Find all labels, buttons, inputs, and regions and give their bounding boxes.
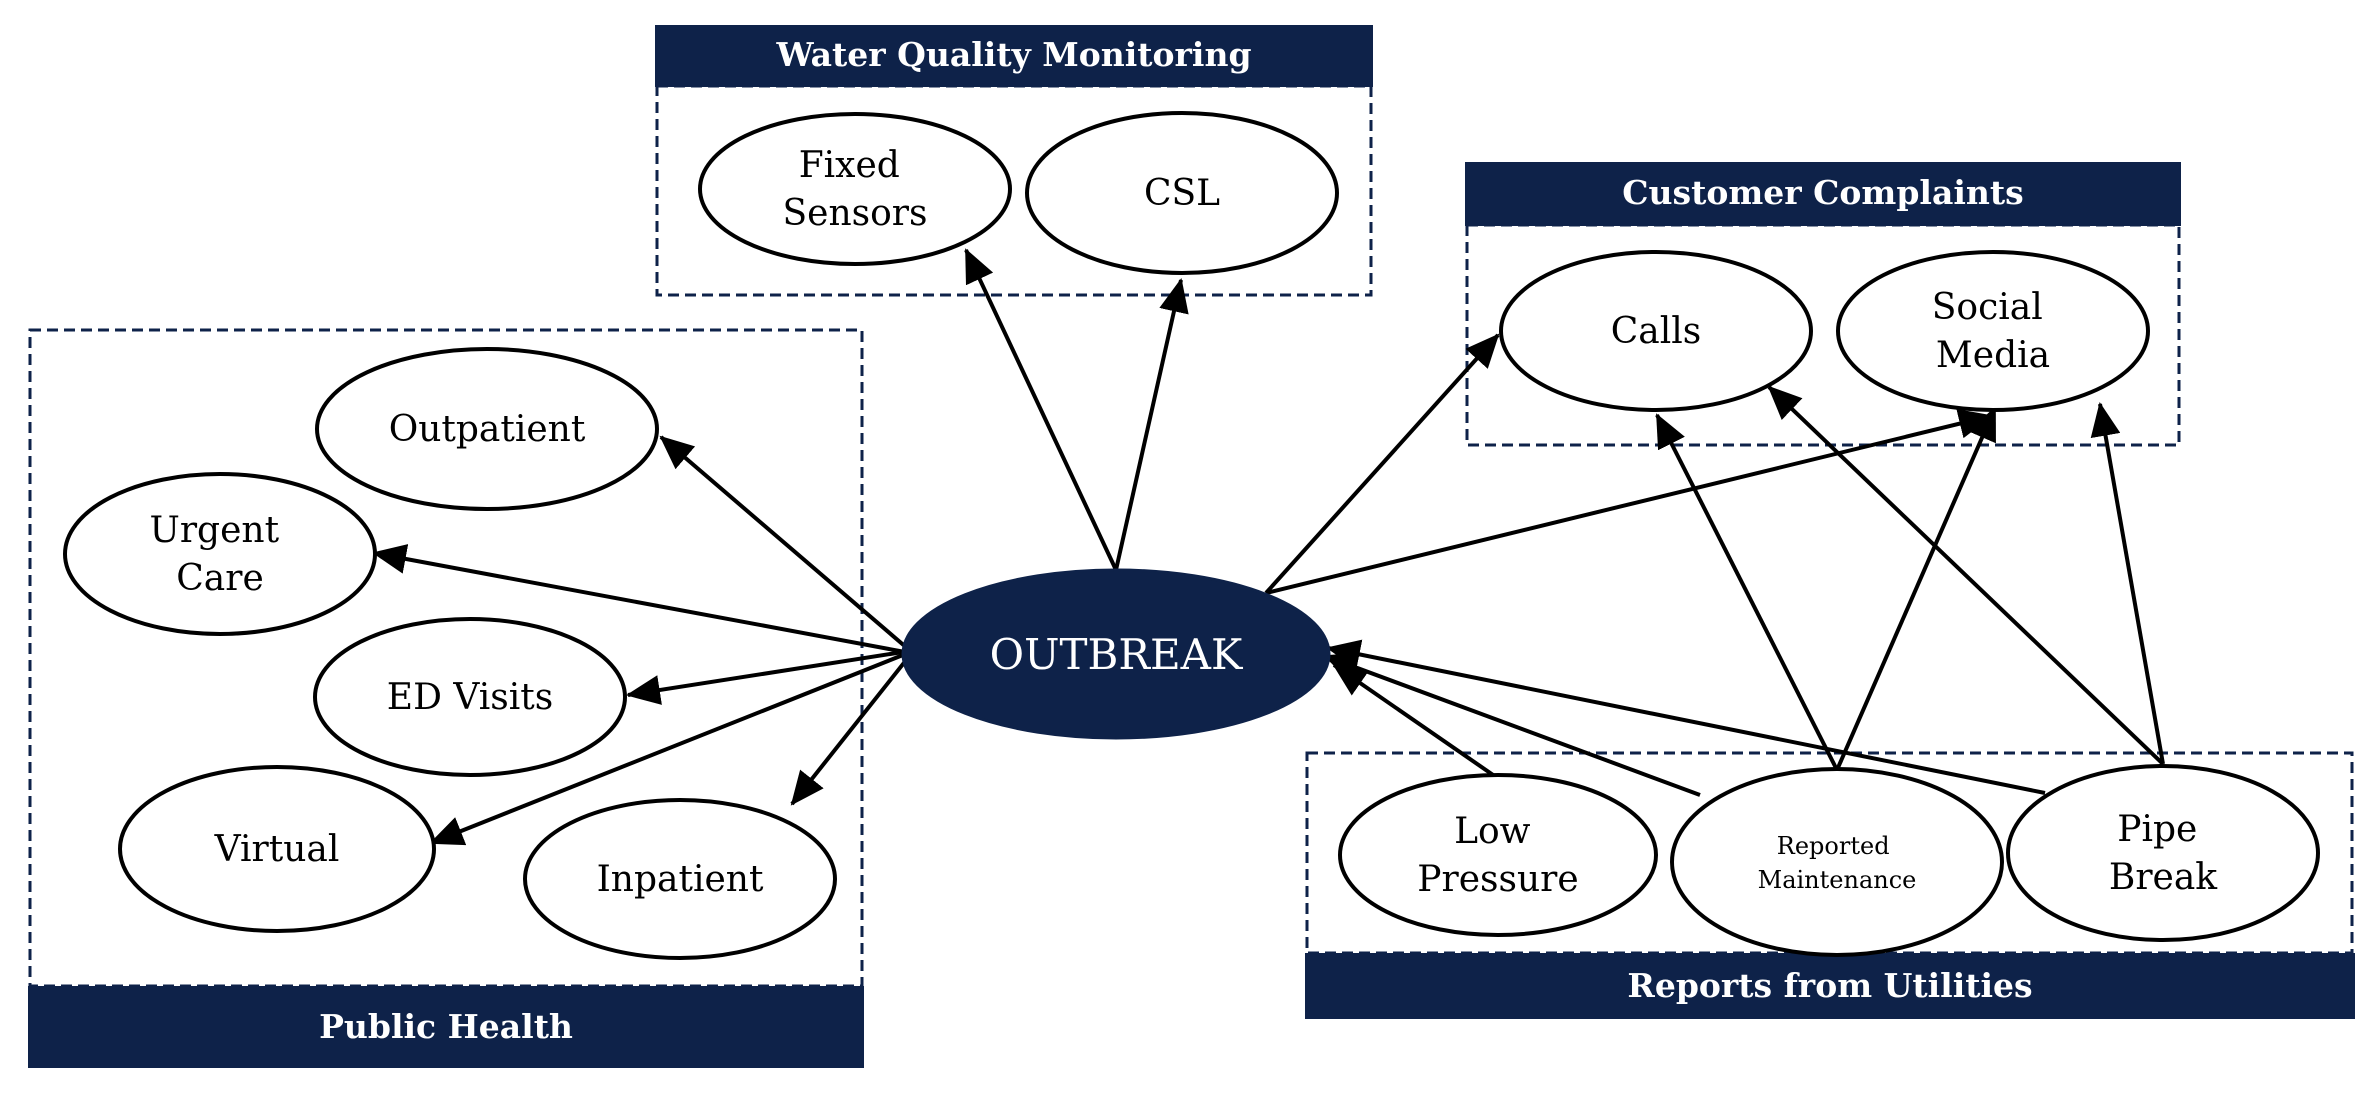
title-bar-public-health [28, 986, 864, 1068]
edge-reported-maintenance-to-social-media [1835, 406, 1997, 771]
node-label-calls: Calls [1611, 311, 1702, 352]
node-shape-social-media [1836, 250, 2150, 412]
node-label-urgent-care: Urgent Care [149, 510, 290, 599]
node-label-low-pressure-line1: Low [1454, 811, 1531, 852]
group-reports-from-utilities: Reports from Utilities [1305, 751, 2355, 1019]
node-label-virtual: Virtual [214, 829, 340, 870]
node-label-pipe-break: Pipe Break [2109, 809, 2218, 898]
node-social-media: Social Media [1836, 250, 2150, 412]
node-label-low-pressure-line2: Pressure [1417, 859, 1578, 900]
edge-outbreak-to-urgent-care [372, 544, 906, 654]
node-label-social-media-line2: Media [1936, 335, 2050, 376]
node-label-csl: CSL [1144, 173, 1220, 214]
title-bar-utilities [1305, 953, 2355, 1019]
node-shape-reported-maintenance [1670, 767, 2004, 957]
edge-pipe-break-to-social-media [2090, 402, 2165, 765]
group-public-health: Public Health [28, 328, 864, 1068]
node-shape-virtual [118, 765, 436, 933]
node-label-urgent-care-line1: Urgent [149, 510, 279, 551]
node-reported-maintenance: Reported Maintenance [1670, 767, 2004, 957]
node-virtual: Virtual [118, 765, 436, 933]
node-label-fixed-sensors: Fixed Sensors [783, 145, 928, 234]
edge-outbreak-to-fixed-sensors [964, 248, 1118, 571]
node-shape-urgent-care [63, 472, 377, 636]
node-label-reported-maintenance-line1: Reported [1777, 832, 1890, 860]
node-label-ed-visits: ED Visits [387, 677, 553, 718]
group-title-customer-complaints: Customer Complaints [1622, 173, 2023, 212]
node-label-pipe-break-line1: Pipe [2117, 809, 2197, 850]
node-pipe-break: Pipe Break [2006, 764, 2320, 942]
node-label-low-pressure: Low Pressure [1417, 811, 1578, 900]
node-shape-outbreak [901, 568, 1331, 740]
title-bar-customer-complaints [1465, 162, 2181, 226]
node-shape-csl [1025, 111, 1339, 275]
node-csl: CSL [1025, 111, 1339, 275]
node-label-fixed-sensors-line2: Sensors [783, 193, 928, 234]
node-calls: Calls [1499, 250, 1813, 412]
node-urgent-care: Urgent Care [63, 472, 377, 636]
group-title-utilities: Reports from Utilities [1627, 966, 2032, 1005]
edge-outbreak-to-calls [1264, 333, 1500, 595]
edge-outbreak-to-inpatient [790, 657, 909, 806]
node-label-outbreak: OUTBREAK [990, 630, 1244, 679]
node-label-outpatient: Outpatient [389, 409, 586, 450]
node-label-fixed-sensors-line1: Fixed [799, 145, 900, 186]
node-label-social-media: Social Media [1932, 287, 2054, 376]
node-outbreak: OUTBREAK [901, 568, 1331, 740]
node-inpatient: Inpatient [523, 798, 837, 960]
node-fixed-sensors: Fixed Sensors [698, 112, 1012, 266]
edge-pipe-break-to-outbreak [1326, 639, 2046, 795]
edge-outbreak-to-csl [1114, 278, 1189, 571]
edge-low-pressure-to-outbreak [1332, 663, 1498, 779]
edge-outbreak-to-virtual [429, 653, 904, 846]
node-shape-calls [1499, 250, 1813, 412]
node-shape-inpatient [523, 798, 837, 960]
edges [372, 248, 2165, 846]
group-customer-complaints: Customer Complaints [1465, 162, 2181, 447]
title-bar-water-quality [655, 25, 1373, 87]
node-label-social-media-line1: Social [1932, 287, 2043, 328]
group-title-public-health: Public Health [319, 1007, 573, 1046]
node-shape-fixed-sensors [698, 112, 1012, 266]
node-shape-ed-visits [313, 617, 627, 777]
node-low-pressure: Low Pressure [1338, 773, 1658, 937]
node-shape-pipe-break [2006, 764, 2320, 942]
node-ed-visits: ED Visits [313, 617, 627, 777]
edge-reported-maintenance-to-calls [1655, 413, 1839, 771]
edge-reported-maintenance-to-outbreak [1323, 653, 1701, 797]
node-label-inpatient: Inpatient [597, 859, 764, 900]
edge-outbreak-to-ed-visits [626, 650, 904, 705]
group-water-quality-monitoring: Water Quality Monitoring [655, 25, 1373, 297]
node-shape-outpatient [315, 347, 659, 511]
node-label-urgent-care-line2: Care [176, 558, 264, 599]
node-label-reported-maintenance-line2: Maintenance [1758, 866, 1917, 894]
group-box-utilities [1305, 751, 2354, 955]
edge-outbreak-to-social-media [1265, 409, 1993, 595]
edge-outbreak-to-outpatient [659, 435, 909, 650]
edge-pipe-break-to-calls [1767, 385, 2165, 766]
node-label-pipe-break-line2: Break [2109, 857, 2218, 898]
group-title-water-quality: Water Quality Monitoring [775, 35, 1251, 74]
node-shape-low-pressure [1338, 773, 1658, 937]
node-outpatient: Outpatient [315, 347, 659, 511]
node-label-reported-maintenance: Reported Maintenance [1758, 832, 1917, 894]
